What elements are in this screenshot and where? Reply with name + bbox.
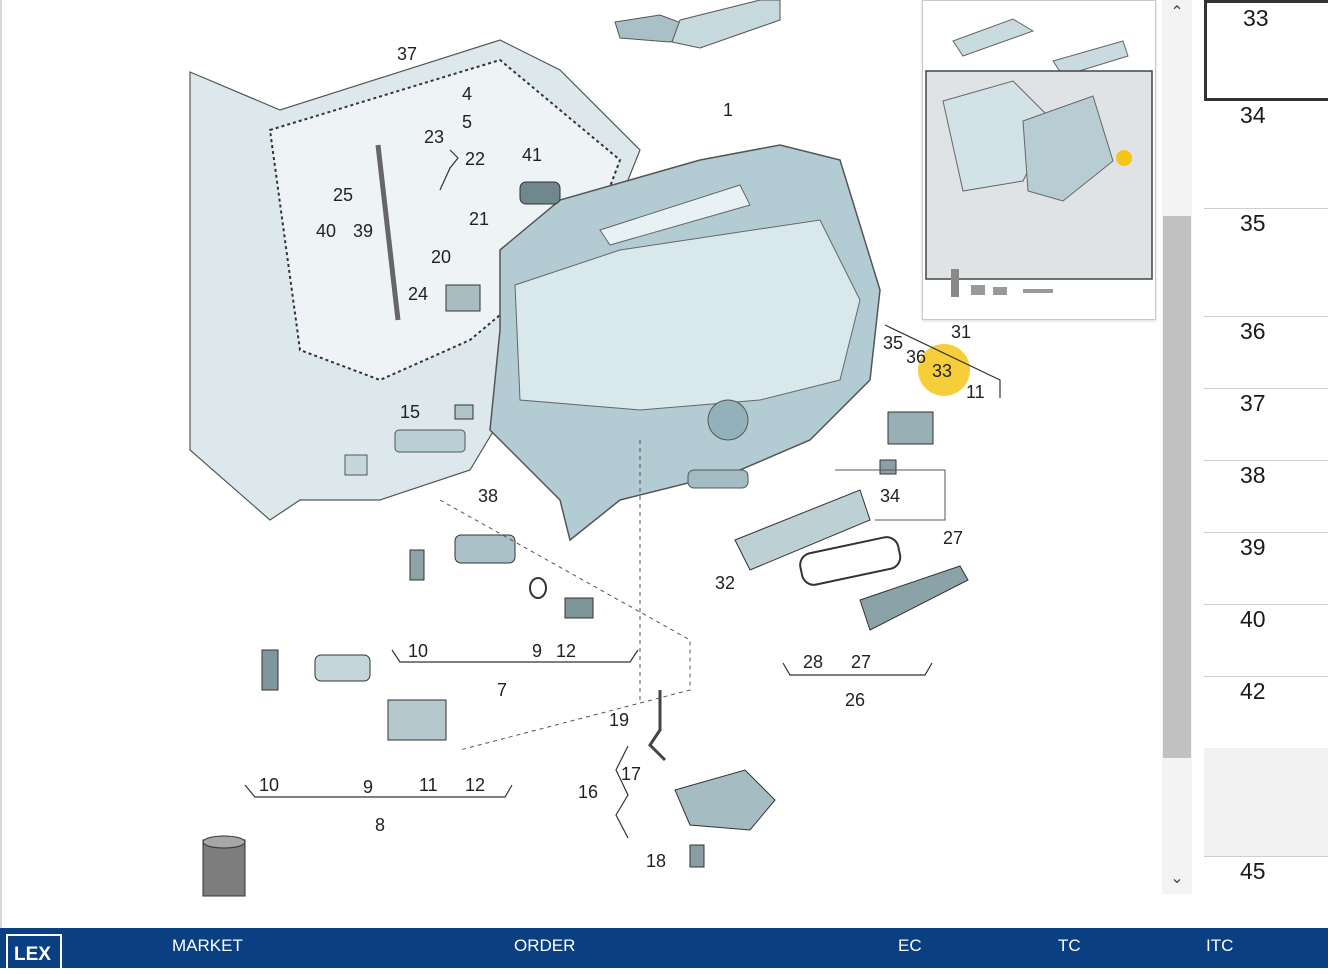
- group-brackets: [244, 149, 1001, 839]
- body-panel-cutout: [394, 429, 466, 453]
- list-item-45[interactable]: 45: [1240, 858, 1266, 884]
- handle-recess: [687, 469, 749, 489]
- callout-labels: 1 4 5 23 22 37 25 41 21 40 39 20 24 15 3…: [259, 44, 985, 871]
- actuator-11: [387, 699, 447, 741]
- chevron-down-icon[interactable]: ⌄: [1170, 870, 1184, 887]
- parts-diagram[interactable]: 1 4 5 23 22 37 25 41 21 40 39 20 24 15 3…: [0, 0, 1162, 928]
- callout-41[interactable]: 41: [522, 145, 542, 165]
- part-15: [454, 404, 474, 420]
- emblem: [707, 399, 749, 441]
- callout-1[interactable]: 1: [723, 100, 733, 120]
- callout-9b[interactable]: 9: [363, 777, 373, 797]
- list-item-39[interactable]: 39: [1204, 532, 1328, 605]
- exploded-view-drawing: 1 4 5 23 22 37 25 41 21 40 39 20 24 15 3…: [189, 0, 1001, 897]
- scroll-thumb[interactable]: [1163, 216, 1191, 758]
- list-item-33[interactable]: 33: [1204, 0, 1328, 101]
- column-ec[interactable]: EC: [898, 936, 922, 955]
- clip-34: [879, 459, 897, 475]
- column-tc[interactable]: TC: [1058, 936, 1081, 955]
- callout-27a[interactable]: 27: [943, 528, 963, 548]
- callout-31[interactable]: 31: [951, 322, 971, 342]
- gas-strut: [375, 144, 401, 321]
- spoiler-part-right: [671, 0, 781, 49]
- rear-window: [514, 219, 861, 411]
- callout-10a[interactable]: 10: [408, 641, 428, 661]
- callout-40[interactable]: 40: [316, 221, 336, 241]
- callout-23[interactable]: 23: [424, 127, 444, 147]
- callout-20[interactable]: 20: [431, 247, 451, 267]
- wiring-harness: [519, 181, 561, 205]
- callout-8[interactable]: 8: [375, 815, 385, 835]
- body-panel-hole: [344, 454, 368, 476]
- callout-4[interactable]: 4: [462, 84, 472, 104]
- highlight-33: [918, 344, 970, 396]
- callout-17[interactable]: 17: [621, 764, 641, 784]
- grease-tin-lid: [202, 835, 246, 849]
- column-itc[interactable]: ITC: [1206, 936, 1234, 955]
- bracket-line-31: [835, 469, 946, 521]
- latch-16: [674, 769, 776, 831]
- rod-10b: [261, 649, 279, 691]
- list-item-blank[interactable]: [1204, 748, 1328, 857]
- callout-21[interactable]: 21: [469, 209, 489, 229]
- callout-26[interactable]: 26: [845, 690, 865, 710]
- callout-11b[interactable]: 11: [419, 775, 438, 795]
- callout-15[interactable]: 15: [400, 402, 420, 422]
- vertical-scrollbar[interactable]: ⌃ ⌄: [1162, 0, 1192, 894]
- spoiler: [599, 184, 751, 246]
- callout-34[interactable]: 34: [880, 486, 900, 506]
- callout-36[interactable]: 36: [906, 347, 926, 367]
- callout-27b[interactable]: 27: [851, 652, 871, 672]
- list-item-37[interactable]: 37: [1204, 388, 1328, 461]
- callout-9a[interactable]: 9: [532, 641, 542, 661]
- position-list: 33 34 35 36 37 38 39 40 42 45: [1192, 0, 1328, 928]
- callout-12a[interactable]: 12: [556, 641, 576, 661]
- list-item-35[interactable]: 35: [1204, 208, 1328, 317]
- rod-19: [648, 690, 667, 762]
- callout-39[interactable]: 39: [353, 221, 373, 241]
- callout-28[interactable]: 28: [803, 652, 823, 672]
- switch-33: [887, 411, 934, 445]
- callout-37[interactable]: 37: [397, 44, 417, 64]
- callout-25[interactable]: 25: [333, 185, 353, 205]
- bottom-column-header-bar: LEX MARKET ORDER EC TC ITC: [0, 928, 1328, 974]
- callout-18[interactable]: 18: [646, 851, 666, 871]
- list-item-36[interactable]: 36: [1204, 316, 1328, 389]
- rod-10: [409, 549, 425, 581]
- bracket-20: [445, 284, 481, 312]
- callout-24[interactable]: 24: [408, 284, 428, 304]
- thumbnail-highlight: [1116, 150, 1132, 166]
- callout-11a[interactable]: 11: [966, 382, 985, 402]
- list-item-38[interactable]: 38: [1204, 460, 1328, 533]
- list-item-40[interactable]: 40: [1204, 604, 1328, 677]
- column-market[interactable]: MARKET: [172, 936, 243, 955]
- callout-33[interactable]: 33: [932, 361, 952, 381]
- callout-10b[interactable]: 10: [259, 775, 279, 795]
- callout-38[interactable]: 38: [478, 486, 498, 506]
- callout-32[interactable]: 32: [715, 573, 735, 593]
- chevron-up-icon[interactable]: ⌃: [1170, 4, 1184, 21]
- lex-logo: LEX: [6, 934, 62, 974]
- callout-12b[interactable]: 12: [465, 775, 485, 795]
- lock-cylinder-7: [454, 534, 516, 564]
- ring-9: [529, 577, 547, 599]
- thumbnail-drawing: [925, 18, 1153, 297]
- column-order[interactable]: ORDER: [514, 936, 576, 955]
- overview-thumbnail[interactable]: [922, 0, 1156, 320]
- motor-8: [314, 654, 371, 682]
- callout-5[interactable]: 5: [462, 112, 472, 132]
- handle-27: [859, 565, 969, 631]
- bolt-18: [689, 844, 705, 868]
- key-12: [564, 597, 594, 619]
- callout-35[interactable]: 35: [883, 333, 903, 353]
- list-item-34[interactable]: 34: [1204, 100, 1328, 209]
- callout-19[interactable]: 19: [609, 710, 629, 730]
- callout-16[interactable]: 16: [578, 782, 598, 802]
- callout-7[interactable]: 7: [497, 680, 507, 700]
- seal-28: [799, 536, 902, 586]
- list-item-42[interactable]: 42: [1204, 676, 1328, 749]
- grease-tin: [202, 839, 246, 897]
- bracket-32: [734, 489, 871, 571]
- callout-22[interactable]: 22: [465, 149, 485, 169]
